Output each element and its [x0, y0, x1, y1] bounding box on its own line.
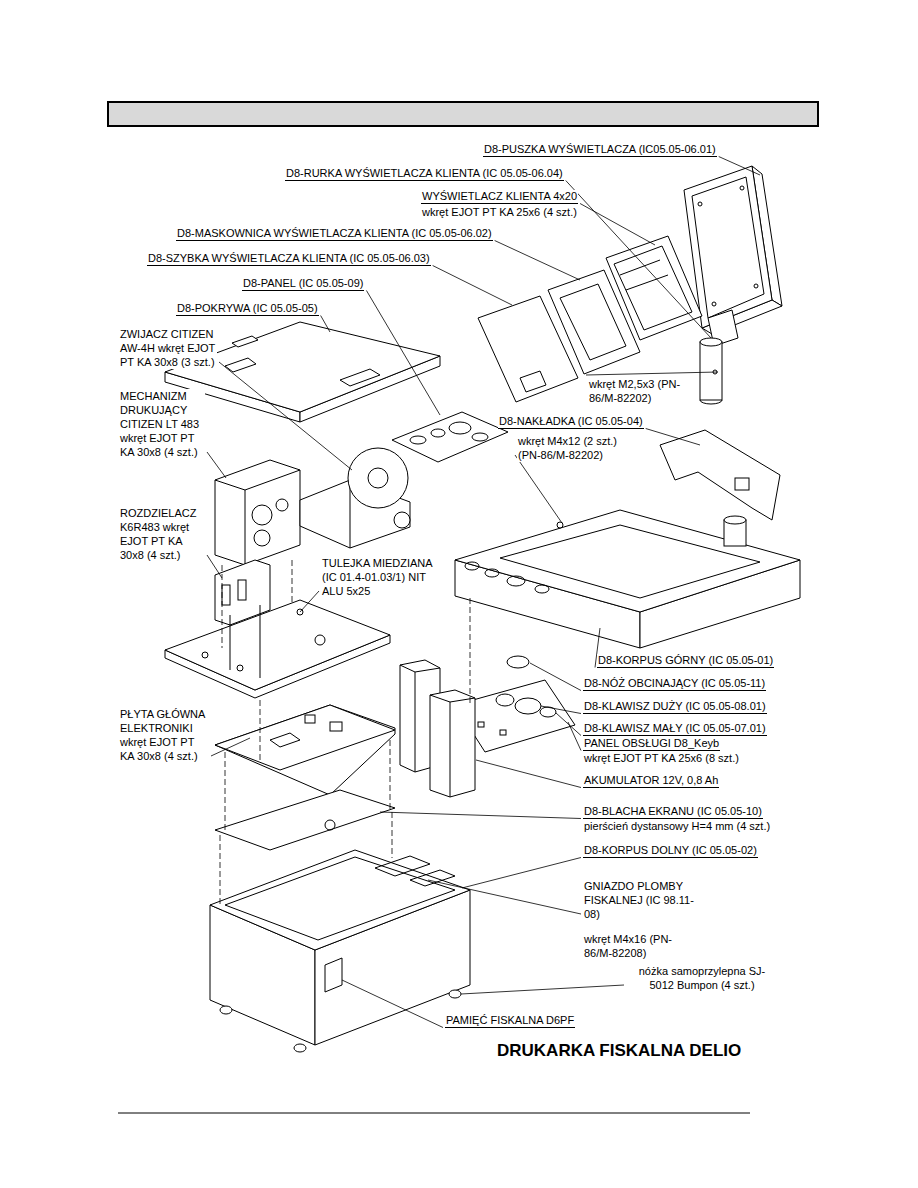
- part-label: D8-KORPUS GÓRNY (IC 05.05-01): [597, 654, 774, 668]
- part-label: D8-MASKOWNICA WYŚWIETLACZA KLIENTA (IC 0…: [176, 227, 493, 241]
- leader-line: [219, 362, 352, 470]
- leader-line: [515, 455, 562, 523]
- part-label: D8-RURKA WYŚWIETLACZA KLIENTA (IC 05.05-…: [285, 167, 564, 181]
- main-board: [215, 705, 395, 795]
- leader-line: [566, 181, 711, 339]
- leader-line: [433, 266, 512, 306]
- part-label: D8-PUSZKA WYŚWIETLACZA (IC05.05-06.01): [483, 143, 717, 157]
- part-label: AKUMULATOR 12V, 0,8 Ah: [583, 774, 719, 788]
- display-tube: [700, 338, 722, 404]
- part-label: GNIAZDO PLOMBY FISKALNEJ (IC 98.11-08): [583, 879, 695, 921]
- battery: [400, 660, 475, 797]
- part-label: PAMIĘĆ FISKALNA D6PF: [445, 1014, 575, 1028]
- part-label: wkręt EJOT PT KA 25x6 (8 szt.): [583, 751, 740, 765]
- part-label: ROZDZIELACZ K6R483 wkręt EJOT PT KA 30x8…: [119, 506, 205, 562]
- part-label: wkręt M4x12 (2 szt.) (PN-86/M-82202): [517, 434, 637, 462]
- leader-line: [428, 880, 581, 914]
- part-label: wkręt EJOT PT KA 25x6 (4 szt.): [421, 205, 578, 219]
- leader-line: [207, 452, 226, 478]
- header-band: [108, 102, 818, 126]
- leader-line: [462, 858, 581, 889]
- part-label: D8-NAKŁADKA (IC 05.05-04): [498, 415, 644, 429]
- leader-line: [461, 985, 624, 994]
- part-label: MECHANIZM DRUKUJĄCY CITIZEN LT 483 wkręt…: [119, 389, 205, 459]
- leader-line: [300, 591, 319, 612]
- caption: DRUKARKA FISKALNA DELIO: [497, 1041, 741, 1061]
- chassis-plate: [165, 600, 390, 698]
- display-glass: [478, 296, 578, 402]
- part-label: pierścień dystansowy H=4 mm (4 szt.): [583, 819, 771, 833]
- leader-line: [719, 157, 760, 176]
- printing-mechanism: [215, 460, 300, 565]
- part-label: D8-SZYBKA WYŚWIETLACZA KLIENTA (IC 05.05…: [147, 252, 431, 266]
- part-label: nóżka samoprzylepna SJ-5012 Bumpon (4 sz…: [626, 964, 778, 992]
- part-label: WYŚWIETLACZ KLIENTA 4x20: [421, 190, 578, 204]
- alignment-lines: [220, 560, 470, 905]
- leader-line: [342, 980, 443, 1028]
- keypad-overlay: [392, 412, 508, 462]
- part-label: ZWIJACZ CITIZEN AW-4H wkręt EJOT PT KA 3…: [119, 327, 217, 369]
- leader-line: [366, 291, 440, 416]
- leader-line: [476, 760, 581, 788]
- part-label: D8-KORPUS DOLNY (IC 05.05-02): [583, 844, 758, 858]
- upper-body: [455, 510, 800, 648]
- part-label: D8-KLAWISZ MAŁY (IC 05.05-07.01): [583, 722, 767, 736]
- leader-line: [580, 204, 655, 246]
- part-label: PANEL OBSŁUGI D8_Keyb: [583, 737, 720, 751]
- part-label: D8-PANEL (IC 05.05-09): [242, 277, 364, 291]
- leader-line: [207, 555, 222, 578]
- leader-line: [556, 713, 581, 736]
- leader-line: [541, 706, 581, 714]
- leader-line: [586, 372, 718, 375]
- leader-line: [646, 429, 700, 446]
- shield-sheet: [215, 790, 395, 850]
- leader-line: [568, 722, 581, 751]
- part-label: D8-KLAWISZ DUŻY (IC 05.05-08.01): [583, 700, 767, 714]
- part-label: TULEJKA MIEDZIANA (IC 01.4-01.03/1) NIT …: [321, 556, 441, 598]
- leader-line: [530, 663, 581, 691]
- leader-line: [495, 241, 580, 281]
- leader-line: [380, 812, 581, 819]
- paper-roller: [300, 448, 410, 548]
- cover-cap: [660, 430, 780, 520]
- leader-line: [211, 738, 250, 756]
- part-label: D8-POKRYWA (IC 05.05-05): [176, 302, 319, 316]
- part-label: PŁYTA GŁÓWNA ELEKTRONIKI wkręt EJOT PT K…: [119, 707, 209, 763]
- footer-rule: [118, 1113, 750, 1114]
- display-housing: [684, 166, 782, 346]
- part-label: wkręt M4x16 (PN-86/M-82208): [583, 932, 695, 960]
- leader-line: [321, 316, 330, 333]
- part-label: D8-BLACHA EKRANU (IC 05.05-10): [583, 805, 763, 819]
- part-label: D8-NÓŻ OBCINAJĄCY (IC 05.05-11): [583, 677, 766, 691]
- part-label: wkręt M2,5x3 (PN-86/M-82202): [588, 377, 690, 405]
